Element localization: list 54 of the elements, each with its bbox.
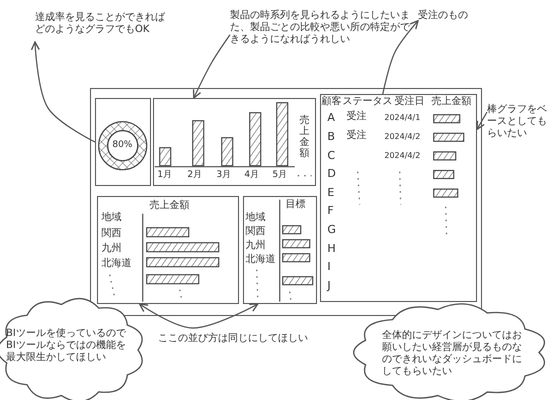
annotation-note: 受注のもの (418, 10, 469, 22)
column-header: 地域 (245, 212, 266, 224)
note-text: BIツールを使っているのでBIツールならではの機能を最大限生かしてほしい (6, 328, 127, 364)
region-label: 九州 (245, 240, 266, 252)
axis-title: 売上金額 (299, 115, 310, 160)
annotation-note: 棒グラフをベースとしてもらいたい (487, 104, 548, 140)
region-label: 関西 (101, 228, 122, 240)
month-label: 3月 (216, 170, 232, 182)
month-label: 4月 (244, 170, 260, 182)
table-panel (320, 94, 477, 302)
column-header: 売上金額 (431, 96, 472, 108)
month-label: 2月 (187, 170, 204, 182)
region-label: 関西 (245, 226, 266, 238)
status-text: 受注 (346, 111, 368, 124)
arrow (30, 41, 96, 143)
annotation-note: 製品の時系列を見られるようにしたいまた、製品ごとの比較や悪い所の特定ができるようになればうれしい (230, 10, 411, 46)
target-panel (242, 196, 317, 304)
percent-value: 80% (111, 140, 134, 152)
column-header: 受注日 (394, 96, 426, 108)
row-label: J (327, 278, 332, 292)
dashboard-frame (90, 88, 482, 316)
region-label: 北海道 (101, 258, 132, 270)
arrow (382, 20, 419, 94)
row-label: G (327, 222, 337, 236)
column-header: 売上金額 (149, 200, 190, 212)
column-header: 地域 (101, 212, 122, 224)
column-header: 顧客 (321, 96, 342, 108)
column-header: ステータス (342, 96, 394, 108)
row-label: E (327, 186, 336, 199)
column-header: 目標 (285, 199, 306, 212)
sales-panel (96, 196, 239, 304)
donut-panel (94, 98, 151, 186)
date-text: 2024/4/2 (384, 132, 422, 142)
status-text: 受注 (346, 130, 368, 142)
row-label: F (327, 204, 335, 218)
row-label: D (327, 167, 337, 180)
region-label: 九州 (101, 243, 122, 256)
row-label: B (327, 130, 336, 144)
annotation-note: ここの並び方は同じにしてほしい (158, 333, 309, 345)
month-label: 1月 (157, 170, 174, 182)
double-arrow (138, 303, 258, 329)
month-label: 5月 (272, 170, 288, 182)
row-label: C (327, 148, 336, 162)
row-label: H (327, 242, 337, 255)
row-label: A (327, 111, 336, 125)
bar-chart-panel (152, 98, 316, 186)
arrow (192, 34, 230, 99)
annotation-note: 達成率を見ることができればどのようなグラフでもOK (35, 12, 166, 36)
note-text: 全体的にデザインについてはお願いしたい経営層が見るものなのできれいなダッシュボードにしてもらいたい (382, 330, 523, 378)
arrow (476, 112, 488, 130)
region-label: 北海道 (245, 254, 276, 266)
date-text: 2024/4/2 (384, 150, 422, 160)
date-text: 2024/4/1 (384, 113, 422, 123)
row-label: I (327, 260, 332, 274)
